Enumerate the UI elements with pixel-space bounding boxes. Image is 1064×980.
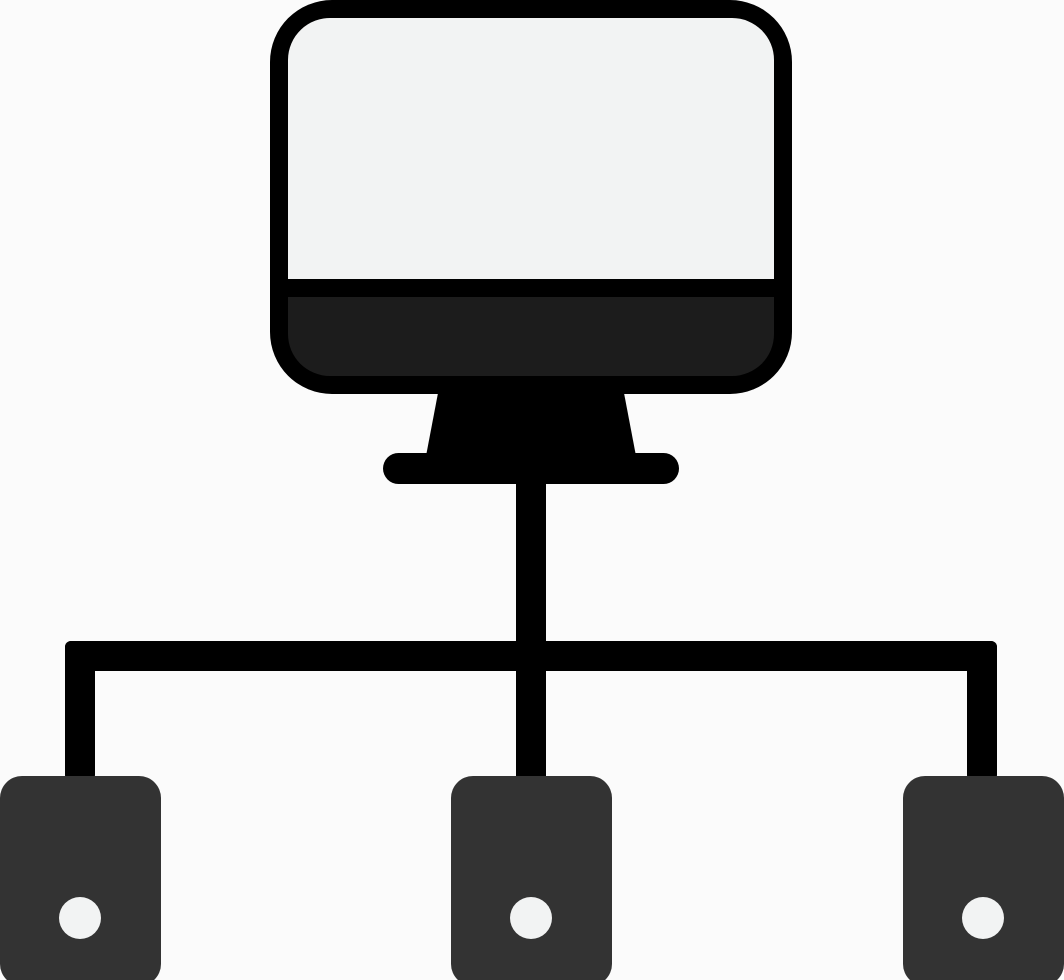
connector-horizontal [65,641,997,671]
device-left-body [0,776,161,980]
stand-base [383,453,679,484]
stand-icon [383,393,679,484]
monitor-screen [288,17,774,279]
monitor-icon [270,0,792,394]
monitor-bezel [288,297,774,376]
device-center-button [510,897,552,939]
device-center-icon [451,776,612,980]
device-left-button [59,897,101,939]
device-right-body [903,776,1064,980]
device-right-icon [903,776,1064,980]
device-center-body [451,776,612,980]
connector-vertical-main [516,484,546,780]
stand-neck [426,393,636,456]
network-connector-lines [65,484,997,781]
connector-left-drop [65,641,95,781]
device-right-button [962,897,1004,939]
connector-right-drop [967,641,997,781]
device-left-icon [0,776,161,980]
